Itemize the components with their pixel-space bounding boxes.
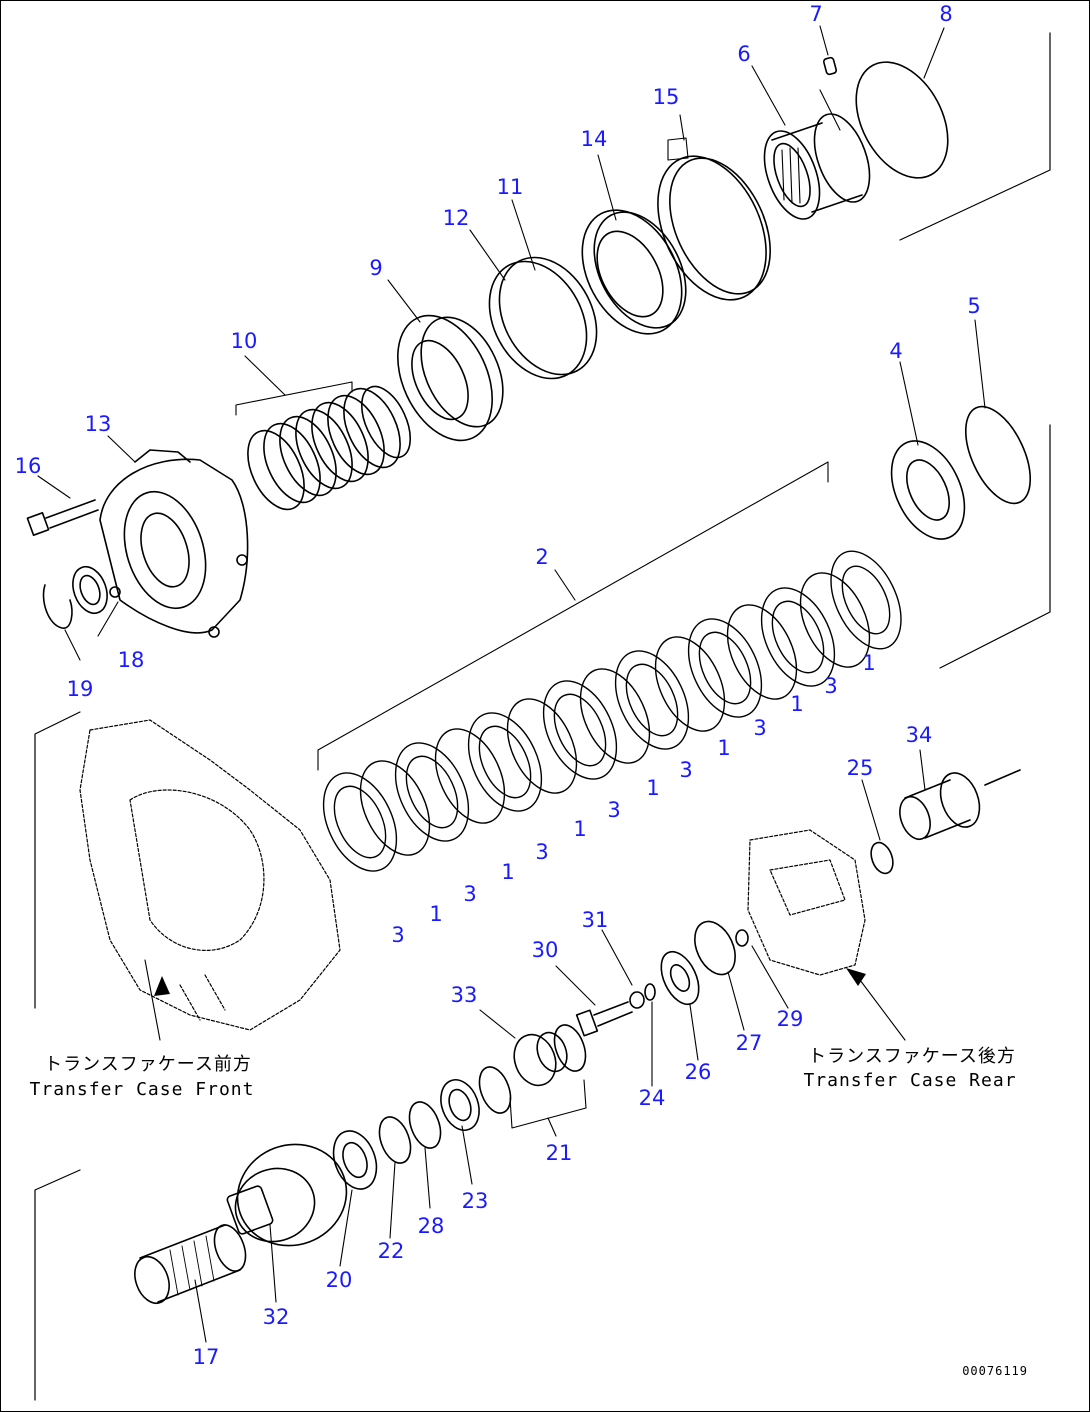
- callout-front-en: Transfer Case Front: [29, 1079, 255, 1100]
- part-number-8: 8: [939, 2, 953, 26]
- part-30-bolt: [575, 1001, 633, 1037]
- part-number-17: 17: [192, 1345, 220, 1369]
- part-number-27: 27: [735, 1031, 763, 1055]
- part-number-14: 14: [580, 127, 608, 151]
- part-31-nut: [629, 991, 645, 1009]
- part-33-collar: [513, 1031, 568, 1087]
- part-number-3: 3: [463, 882, 477, 906]
- part-number-11: 11: [496, 175, 524, 199]
- part-28-snap-ring: [408, 1101, 442, 1149]
- part-number-19: 19: [66, 677, 94, 701]
- part-number-3: 3: [391, 923, 405, 947]
- part-number-22: 22: [377, 1239, 405, 1263]
- part-number-20: 20: [325, 1268, 353, 1292]
- clutch-pack-discs: [322, 550, 902, 872]
- part-number-4: 4: [889, 339, 903, 363]
- part-34-yoke: [899, 769, 1021, 841]
- part-number-34: 34: [905, 723, 933, 747]
- part-number-5: 5: [967, 294, 981, 318]
- part-number-31: 31: [581, 908, 609, 932]
- part-23-bearing: [440, 1079, 480, 1131]
- part-29-o-ring: [735, 929, 749, 947]
- part-22-snap-ring: [378, 1116, 412, 1164]
- callout-arrows: [154, 968, 866, 996]
- part-6-bearing: [763, 113, 871, 220]
- part-number-1: 1: [862, 651, 876, 675]
- part-15-ring: [657, 155, 771, 301]
- part-32-carrier: [226, 1143, 348, 1247]
- part-13-housing: [99, 449, 249, 638]
- part-number-3: 3: [824, 674, 838, 698]
- part-8-snap-ring: [855, 61, 949, 179]
- part-21-snap-rings: [478, 1024, 587, 1114]
- part-number-10: 10: [230, 329, 258, 353]
- part-number-1: 1: [646, 776, 660, 800]
- leader-lines: [37, 25, 986, 1343]
- part-number-24: 24: [638, 1086, 666, 1110]
- part-9-piston: [397, 314, 504, 442]
- part-number-2: 2: [535, 545, 549, 569]
- part-18-seal: [72, 565, 108, 615]
- part-number-23: 23: [461, 1189, 489, 1213]
- bracket-lines: [34, 32, 1051, 1401]
- part-16-bolt: [26, 499, 99, 536]
- part-number-1: 1: [429, 902, 443, 926]
- part-number-6: 6: [737, 42, 751, 66]
- part-number-1: 1: [573, 817, 587, 841]
- part-20-bearing: [332, 1130, 378, 1190]
- part-number-3: 3: [607, 798, 621, 822]
- part-number-18: 18: [117, 648, 145, 672]
- part-25-o-ring: [870, 841, 894, 875]
- part-number-32: 32: [262, 1305, 290, 1329]
- part-number-1: 1: [790, 692, 804, 716]
- part-27-o-ring: [694, 920, 736, 976]
- callout-rear-jp: トランスファケース後方: [808, 1046, 1016, 1067]
- callout-front-jp: トランスファケース前方: [44, 1054, 252, 1075]
- part-26-gear: [660, 950, 700, 1006]
- part-number-16: 16: [14, 454, 42, 478]
- part-17-shaft: [134, 1224, 247, 1305]
- part-number-28: 28: [417, 1214, 445, 1238]
- callout-rear-en: Transfer Case Rear: [803, 1070, 1017, 1091]
- transfer-case-front-outline: [79, 719, 341, 1031]
- part-number-12: 12: [442, 206, 470, 230]
- part-number-15: 15: [652, 85, 680, 109]
- part-4-plate: [890, 440, 966, 540]
- part-number-13: 13: [84, 412, 112, 436]
- drawing-number: 00076119: [962, 1364, 1028, 1378]
- part-number-21: 21: [545, 1141, 573, 1165]
- part-19-snap-ring: [42, 584, 73, 629]
- part-number-7: 7: [809, 2, 823, 26]
- part-number-29: 29: [776, 1007, 804, 1031]
- part-number-3: 3: [535, 840, 549, 864]
- part-number-3: 3: [679, 758, 693, 782]
- part-number-30: 30: [531, 938, 559, 962]
- part-number-3: 3: [753, 716, 767, 740]
- part-number-26: 26: [684, 1060, 712, 1084]
- part-number-9: 9: [369, 256, 383, 280]
- part-number-33: 33: [450, 983, 478, 1007]
- part-number-1: 1: [717, 736, 731, 760]
- part-12-ring: [488, 260, 588, 380]
- part-5-snap-ring: [964, 405, 1032, 505]
- part-14-bearing: [581, 209, 687, 335]
- part-number-1: 1: [501, 860, 515, 884]
- part-10-springs: [247, 385, 412, 511]
- part-24-washer: [644, 983, 656, 1001]
- part-number-25: 25: [846, 756, 874, 780]
- transfer-case-rear-outline: [747, 829, 866, 976]
- part-7-pin: [822, 56, 838, 76]
